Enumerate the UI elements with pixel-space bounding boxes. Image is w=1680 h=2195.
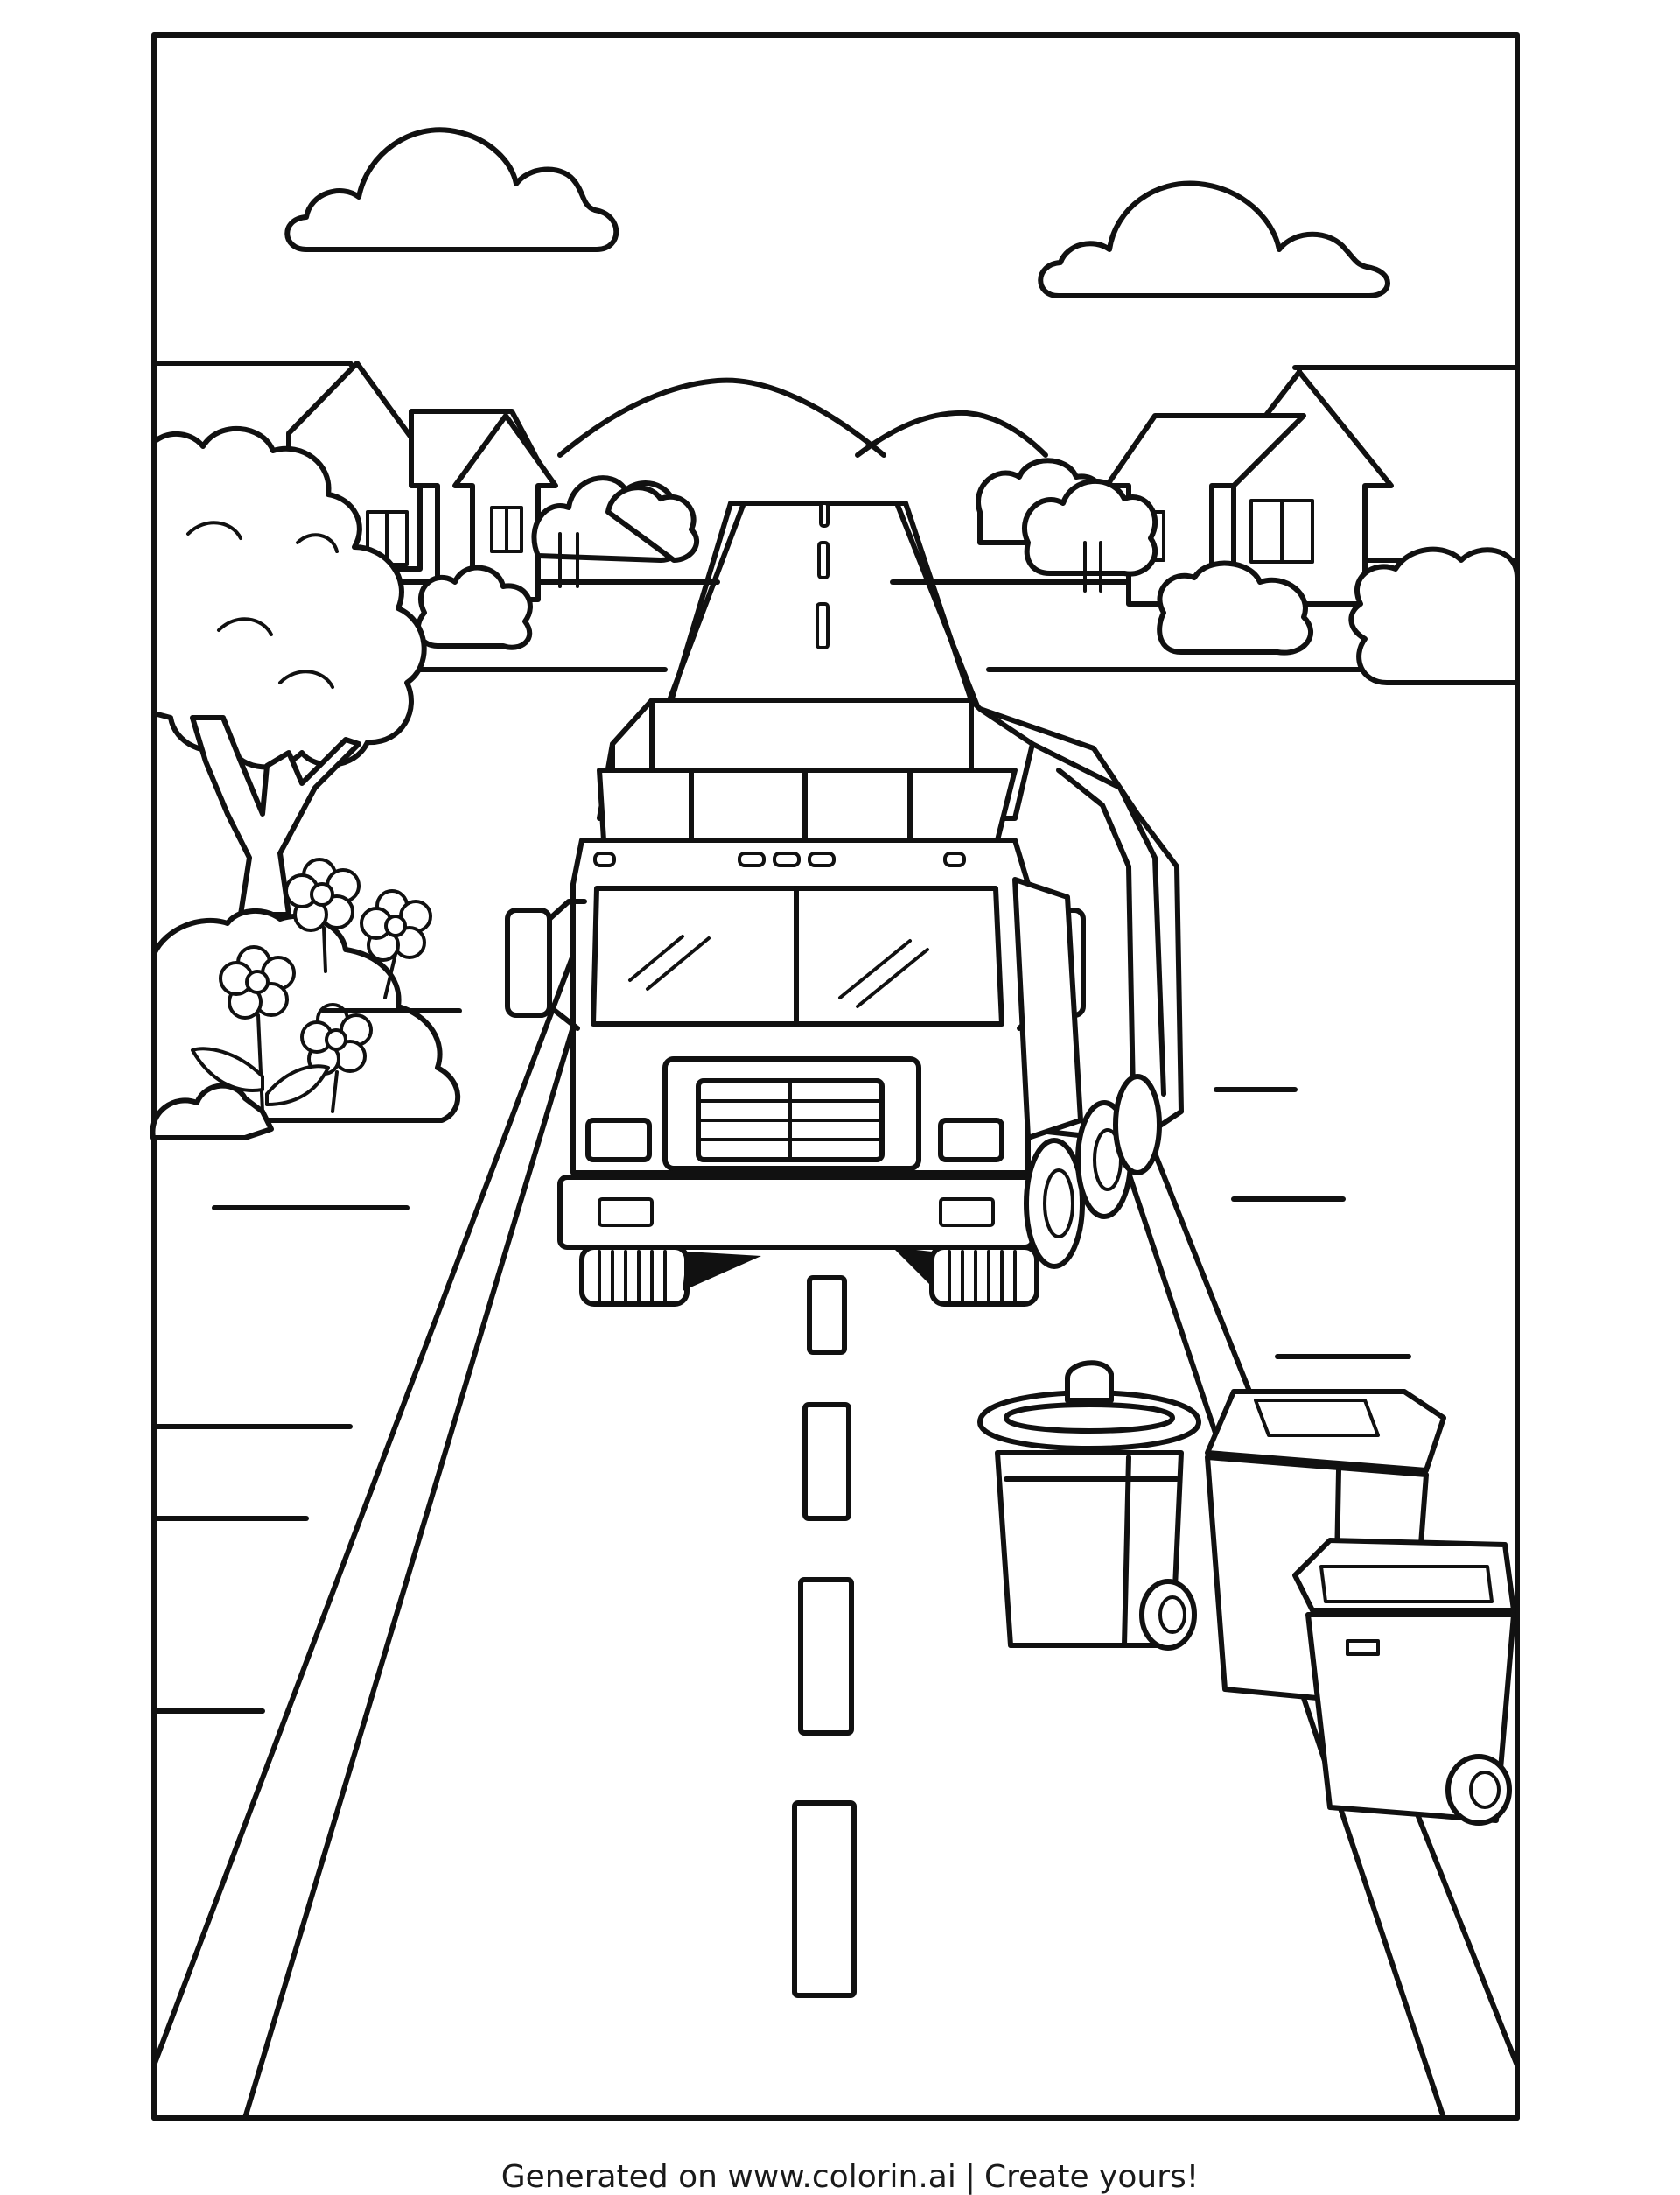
hills	[557, 377, 1048, 458]
trash-can-small	[1292, 1538, 1516, 1826]
cloud-left	[284, 127, 620, 252]
footer-separator: |	[964, 2159, 976, 2195]
tree	[151, 425, 427, 917]
garbage-truck	[505, 698, 1184, 1307]
cloud-right	[1038, 180, 1390, 298]
footer-generated-link[interactable]: Generated on www.colorin.ai	[500, 2159, 956, 2195]
road-center-dashes	[792, 501, 857, 1998]
trash-can-round	[977, 1360, 1201, 1651]
footer: Generated on www.colorin.ai|Create yours…	[0, 2125, 1680, 2195]
flowers	[150, 858, 461, 1140]
bushes-background	[415, 458, 1520, 685]
footer-cta-link[interactable]: Create yours!	[984, 2159, 1200, 2195]
